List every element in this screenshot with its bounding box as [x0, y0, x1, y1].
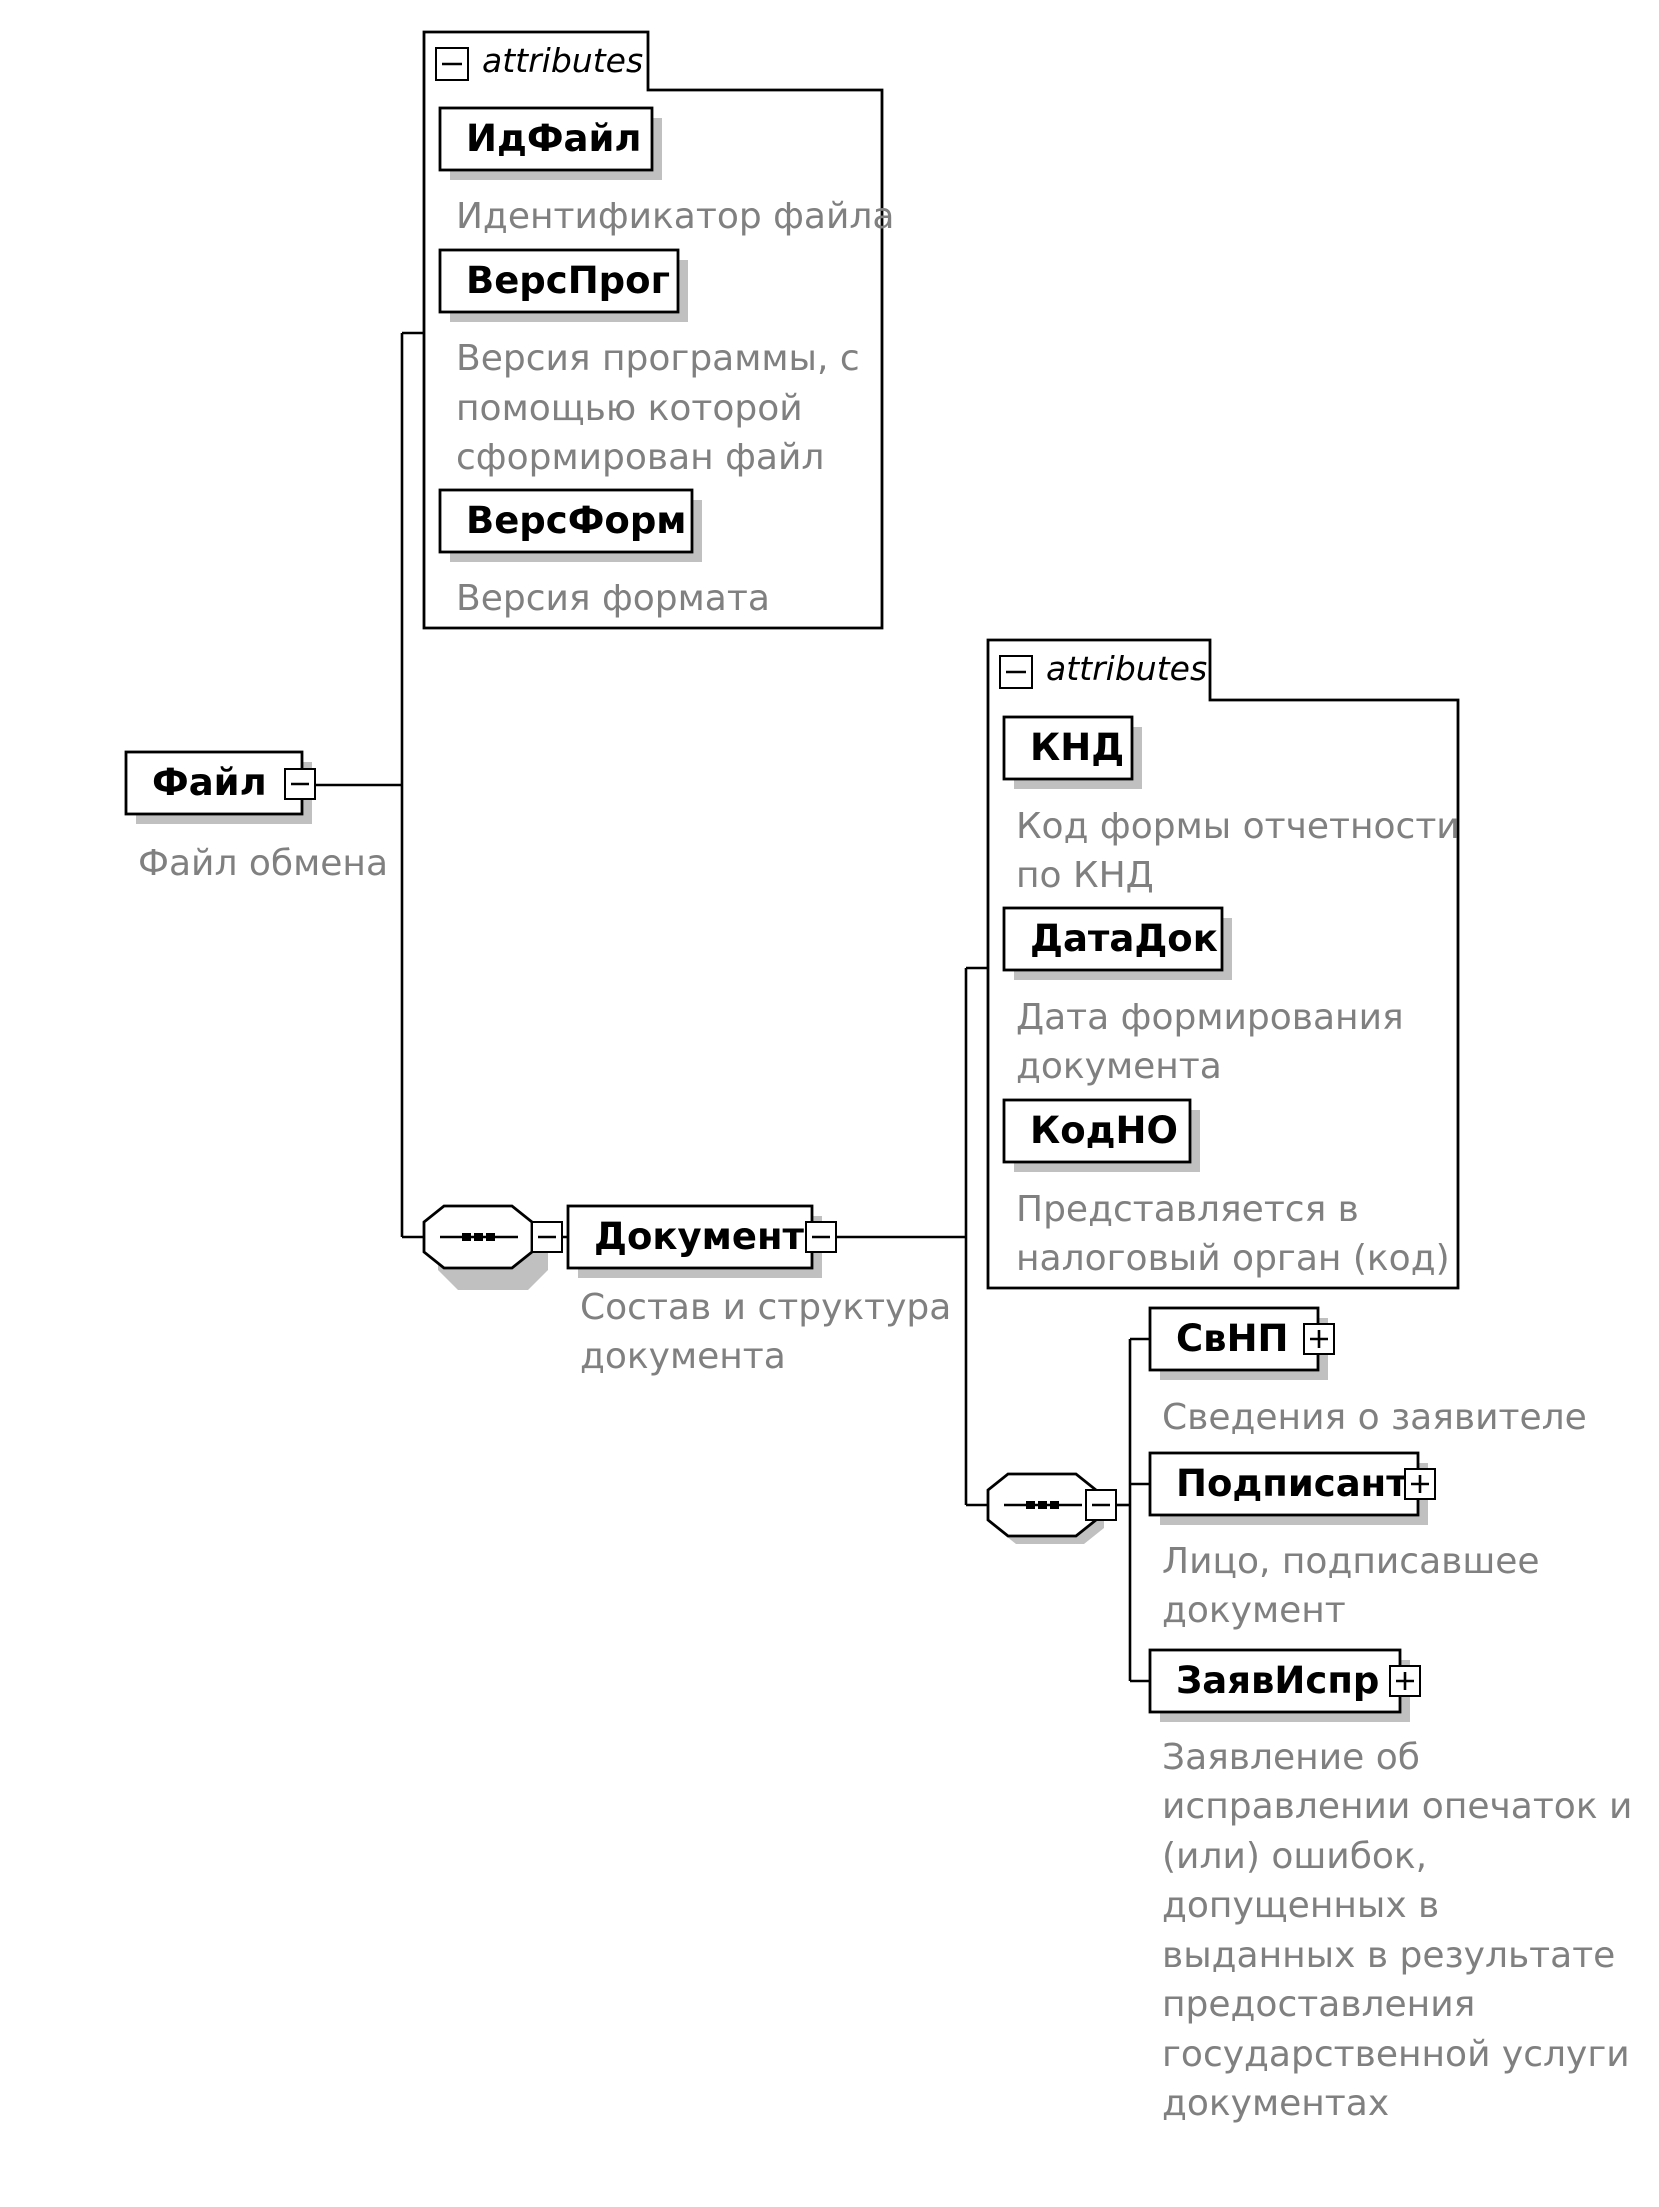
attribute-doc: Представляется в [1016, 1189, 1359, 1230]
attribute-name: ДатаДок [1030, 917, 1218, 960]
element-name: Подписант [1176, 1462, 1408, 1505]
element-name: Файл [152, 761, 267, 804]
element-doc: допущенных в [1162, 1885, 1439, 1926]
element-doc: выданных в результате [1162, 1935, 1615, 1976]
attribute-doc: сформирован файл [456, 437, 824, 478]
attribute-box[interactable] [438, 248, 680, 314]
attribute-doc: помощью которой [456, 388, 803, 429]
element-doc: Состав и структура [580, 1287, 951, 1328]
element-box-fail[interactable] [124, 750, 304, 816]
attribute-doc: Версия формата [456, 578, 770, 619]
attribute-name: ИдФайл [466, 117, 642, 160]
element-doc: документах [1162, 2083, 1389, 2124]
root-element: Файл Файл обмена [124, 750, 388, 884]
element-doc: документ [1162, 1590, 1346, 1631]
element-doc: Заявление об [1162, 1737, 1420, 1778]
attribute-box[interactable] [1002, 906, 1224, 972]
attribute-name: КодНО [1030, 1109, 1178, 1152]
element-doc: исправлении опечаток и [1162, 1786, 1632, 1827]
attribute-doc: Код формы отчетности [1016, 806, 1460, 847]
element-doc: государственной услуги [1162, 2034, 1630, 2075]
attribute-doc: Идентификатор файла [456, 196, 894, 237]
sequence-compositor-inner [986, 1472, 1117, 1544]
element-name: Документ [594, 1215, 805, 1258]
sequence-compositor [422, 1204, 563, 1290]
document-element: Документ Состав и структура документа [566, 1204, 951, 1377]
expand-icon[interactable] [1303, 1323, 1335, 1355]
attribute-doc: документа [1016, 1046, 1222, 1087]
element-box-podpisant[interactable] [1148, 1451, 1420, 1517]
root-attributes-group: attributes ИдФайл Идентификатор файла Ве… [422, 30, 894, 630]
attribute-doc: по КНД [1016, 855, 1154, 896]
attribute-name: ВерсФорм [466, 499, 687, 542]
element-doc: Лицо, подписавшее [1162, 1541, 1540, 1582]
attribute-name: ВерсПрог [466, 259, 670, 302]
element-box-zayavispr[interactable] [1148, 1648, 1402, 1714]
document-attributes-group: attributes КНД Код формы отчетности по К… [986, 638, 1460, 1290]
attribute-doc: налоговый орган (код) [1016, 1238, 1450, 1279]
element-name: ЗаявИспр [1176, 1659, 1379, 1702]
connectors [316, 331, 1150, 1683]
attribute-doc: Версия программы, с [456, 338, 860, 379]
attribute-name: КНД [1030, 726, 1124, 769]
element-doc: (или) ошибок, [1162, 1836, 1427, 1877]
element-doc: Файл обмена [138, 843, 388, 884]
attributes-tab-label: attributes [1046, 649, 1207, 688]
attribute-box[interactable] [438, 106, 654, 172]
attribute-box[interactable] [1002, 715, 1134, 781]
element-doc: документа [580, 1336, 786, 1377]
attribute-doc: Дата формирования [1016, 997, 1404, 1038]
collapse-icon[interactable] [284, 768, 316, 800]
child-elements: СвНП Сведения о заявителе Подписант Лицо… [1148, 1306, 1632, 2124]
element-box-document[interactable] [566, 1204, 814, 1270]
element-name: СвНП [1176, 1317, 1289, 1360]
attribute-box[interactable] [438, 488, 694, 554]
element-doc: Сведения о заявителе [1162, 1397, 1587, 1438]
element-doc: предоставления [1162, 1984, 1475, 2025]
attributes-tab-label: attributes [482, 41, 643, 80]
attribute-box[interactable] [1002, 1098, 1192, 1164]
